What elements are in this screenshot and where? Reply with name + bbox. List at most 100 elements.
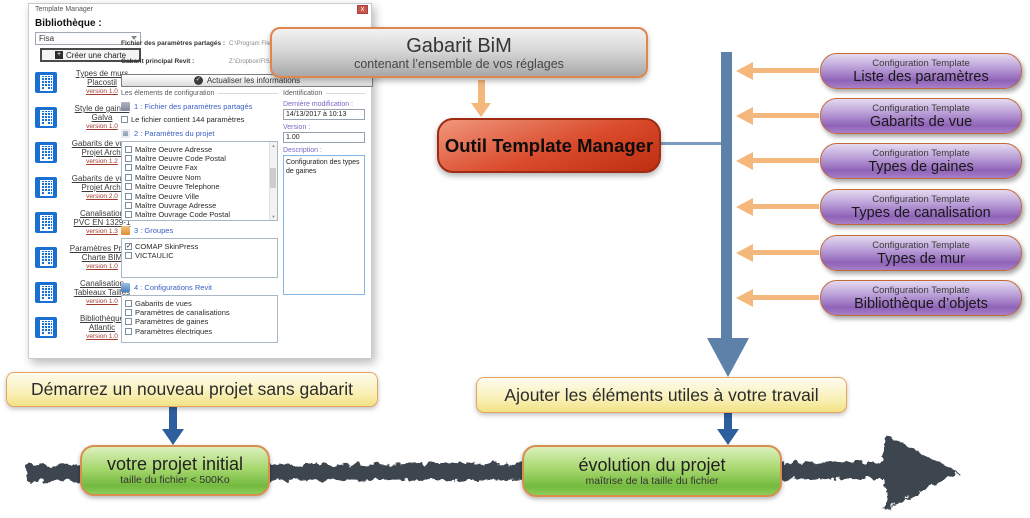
checkbox[interactable] [125, 145, 132, 153]
blue-down-arrow [169, 407, 177, 429]
item-version[interactable]: version 1.0 [86, 263, 118, 270]
config-template-label: Types de mur [877, 250, 965, 267]
orange-left-arrowhead [736, 62, 753, 80]
param-row[interactable]: Maître Ouvrage Code Postal [125, 210, 274, 219]
blue-down-arrow [724, 412, 732, 429]
building-icon [35, 177, 57, 198]
checkbox[interactable] [125, 183, 132, 191]
section-groups[interactable]: 3 : Groupes [121, 226, 278, 236]
scroll-thumb[interactable] [270, 168, 276, 189]
item-title: Paramètres Projet [69, 244, 135, 253]
gabarit-bim-box: Gabarit BiM contenant l’ensemble de vos … [270, 27, 648, 78]
item-version[interactable]: version 1.2 [86, 158, 118, 165]
config-row[interactable]: Gabarits de vues [125, 298, 274, 308]
modified-field[interactable]: 14/13/2017 à 10:13 [283, 109, 365, 120]
item-version[interactable]: version 1.0 [86, 88, 118, 95]
checkbox[interactable] [125, 211, 132, 219]
library-select[interactable]: Fisa [35, 32, 141, 45]
section-revit-configs[interactable]: 4 : Configurations Revit [121, 283, 278, 293]
groups-list: COMAP SkinPress VICTAULIC [121, 238, 278, 279]
group-row[interactable]: VICTAULIC [125, 251, 274, 260]
scroll-down-icon[interactable]: ▼ [271, 214, 276, 220]
param-row[interactable]: Maître Oeuvre Nom [125, 173, 274, 182]
create-charte-button[interactable]: + Créer une charte [40, 48, 141, 62]
item-title: Canalisation [79, 209, 125, 218]
orange-down-arrowhead [471, 103, 491, 117]
add-elements-box: Ajouter les éléments utiles à votre trav… [476, 377, 847, 413]
checkbox[interactable] [125, 308, 132, 316]
checkbox[interactable] [125, 251, 132, 259]
checkbox[interactable] [125, 154, 132, 162]
item-title: Gabarits de vues [71, 139, 133, 148]
checkbox[interactable] [125, 192, 132, 200]
item-version[interactable]: version 1.0 [86, 333, 118, 340]
param-row[interactable]: Maître Oeuvre Fax [125, 163, 274, 172]
param-row[interactable]: Maître Oeuvre Code Postal [125, 154, 274, 163]
checkbox[interactable] [125, 201, 132, 209]
param-row[interactable]: Maître Oeuvre Ville [125, 191, 274, 201]
checkbox-checked[interactable] [125, 242, 132, 250]
revit-template-label: Gabarit principal Revit : [121, 58, 195, 65]
item-title: Charte BIM [81, 253, 123, 262]
section-project-params[interactable]: 2 : Paramètres du projet [121, 129, 278, 139]
checkbox[interactable] [121, 116, 128, 124]
initial-project-box: votre projet initial taille du fichier <… [80, 445, 270, 496]
library-label: Bibliothèque : [35, 18, 102, 29]
param-row[interactable]: Maître Ouvrage Adresse [125, 201, 274, 210]
version-field[interactable]: 1.00 [283, 132, 365, 143]
refresh-label: Actualiser les informations [206, 76, 301, 85]
check-circle-icon: ✓ [193, 76, 203, 85]
initial-project-title: votre projet initial [106, 454, 244, 474]
item-title: Projet Archi [81, 183, 123, 192]
item-title: Placostil [87, 78, 117, 87]
description-textarea[interactable]: Configuration des types de gaines [283, 155, 365, 295]
config-template-title: Configuration Template [872, 102, 970, 114]
initial-project-subtitle: taille du fichier < 500Ko [120, 474, 230, 486]
section-label: 3 : Groupes [134, 226, 174, 236]
section-shared-params[interactable]: 1 : Fichier des paramètres partagés [121, 102, 278, 111]
config-row[interactable]: Paramètres de gaines [125, 317, 274, 326]
config-row[interactable]: Paramètres électriques [125, 327, 274, 336]
scroll-up-icon[interactable]: ▲ [271, 143, 276, 149]
config-row[interactable]: Paramètres de canalisations [125, 308, 274, 317]
item-title: Canalisation [79, 279, 125, 288]
item-version[interactable]: version 1.0 [86, 298, 118, 305]
start-project-label: Démarrez un nouveau projet sans gabarit [31, 379, 353, 399]
item-title: Style de gaines [74, 104, 130, 113]
identification-panel: Identification Dernière modification : 1… [283, 90, 365, 295]
building-icon [35, 72, 57, 93]
orange-left-arrow [752, 68, 819, 73]
item-title: Types de murs [75, 69, 129, 78]
plus-icon: + [54, 51, 63, 59]
param-row[interactable]: Maître Oeuvre Telephone [125, 182, 274, 191]
close-icon[interactable]: x [357, 5, 368, 14]
item-version[interactable]: version 2.0 [86, 193, 118, 200]
building-icon [35, 142, 57, 163]
checkbox[interactable] [125, 164, 132, 172]
project-params-icon [121, 129, 130, 139]
version-label: Version : [283, 124, 311, 131]
checkbox[interactable] [125, 327, 132, 335]
checkbox[interactable] [125, 173, 132, 181]
param-row[interactable]: Maître Oeuvre Adresse [125, 144, 274, 154]
scrollbar[interactable]: ▲ ▼ [269, 142, 277, 221]
item-version[interactable]: version 1.0 [86, 123, 118, 130]
item-title: Bibliothèque [79, 314, 125, 323]
checkbox[interactable] [125, 299, 132, 307]
config-template-box: Configuration Template Types de gaines [820, 143, 1022, 179]
group-row[interactable]: COMAP SkinPress [125, 241, 274, 251]
orange-left-arrowhead [736, 244, 753, 262]
gabarit-bim-subtitle: contenant l’ensemble de vos réglages [354, 56, 564, 71]
item-version[interactable]: version 1.3 [86, 228, 118, 235]
config-template-title: Configuration Template [872, 193, 970, 205]
section-label: 2 : Paramètres du projet [134, 129, 215, 139]
checkbox[interactable] [125, 318, 132, 326]
